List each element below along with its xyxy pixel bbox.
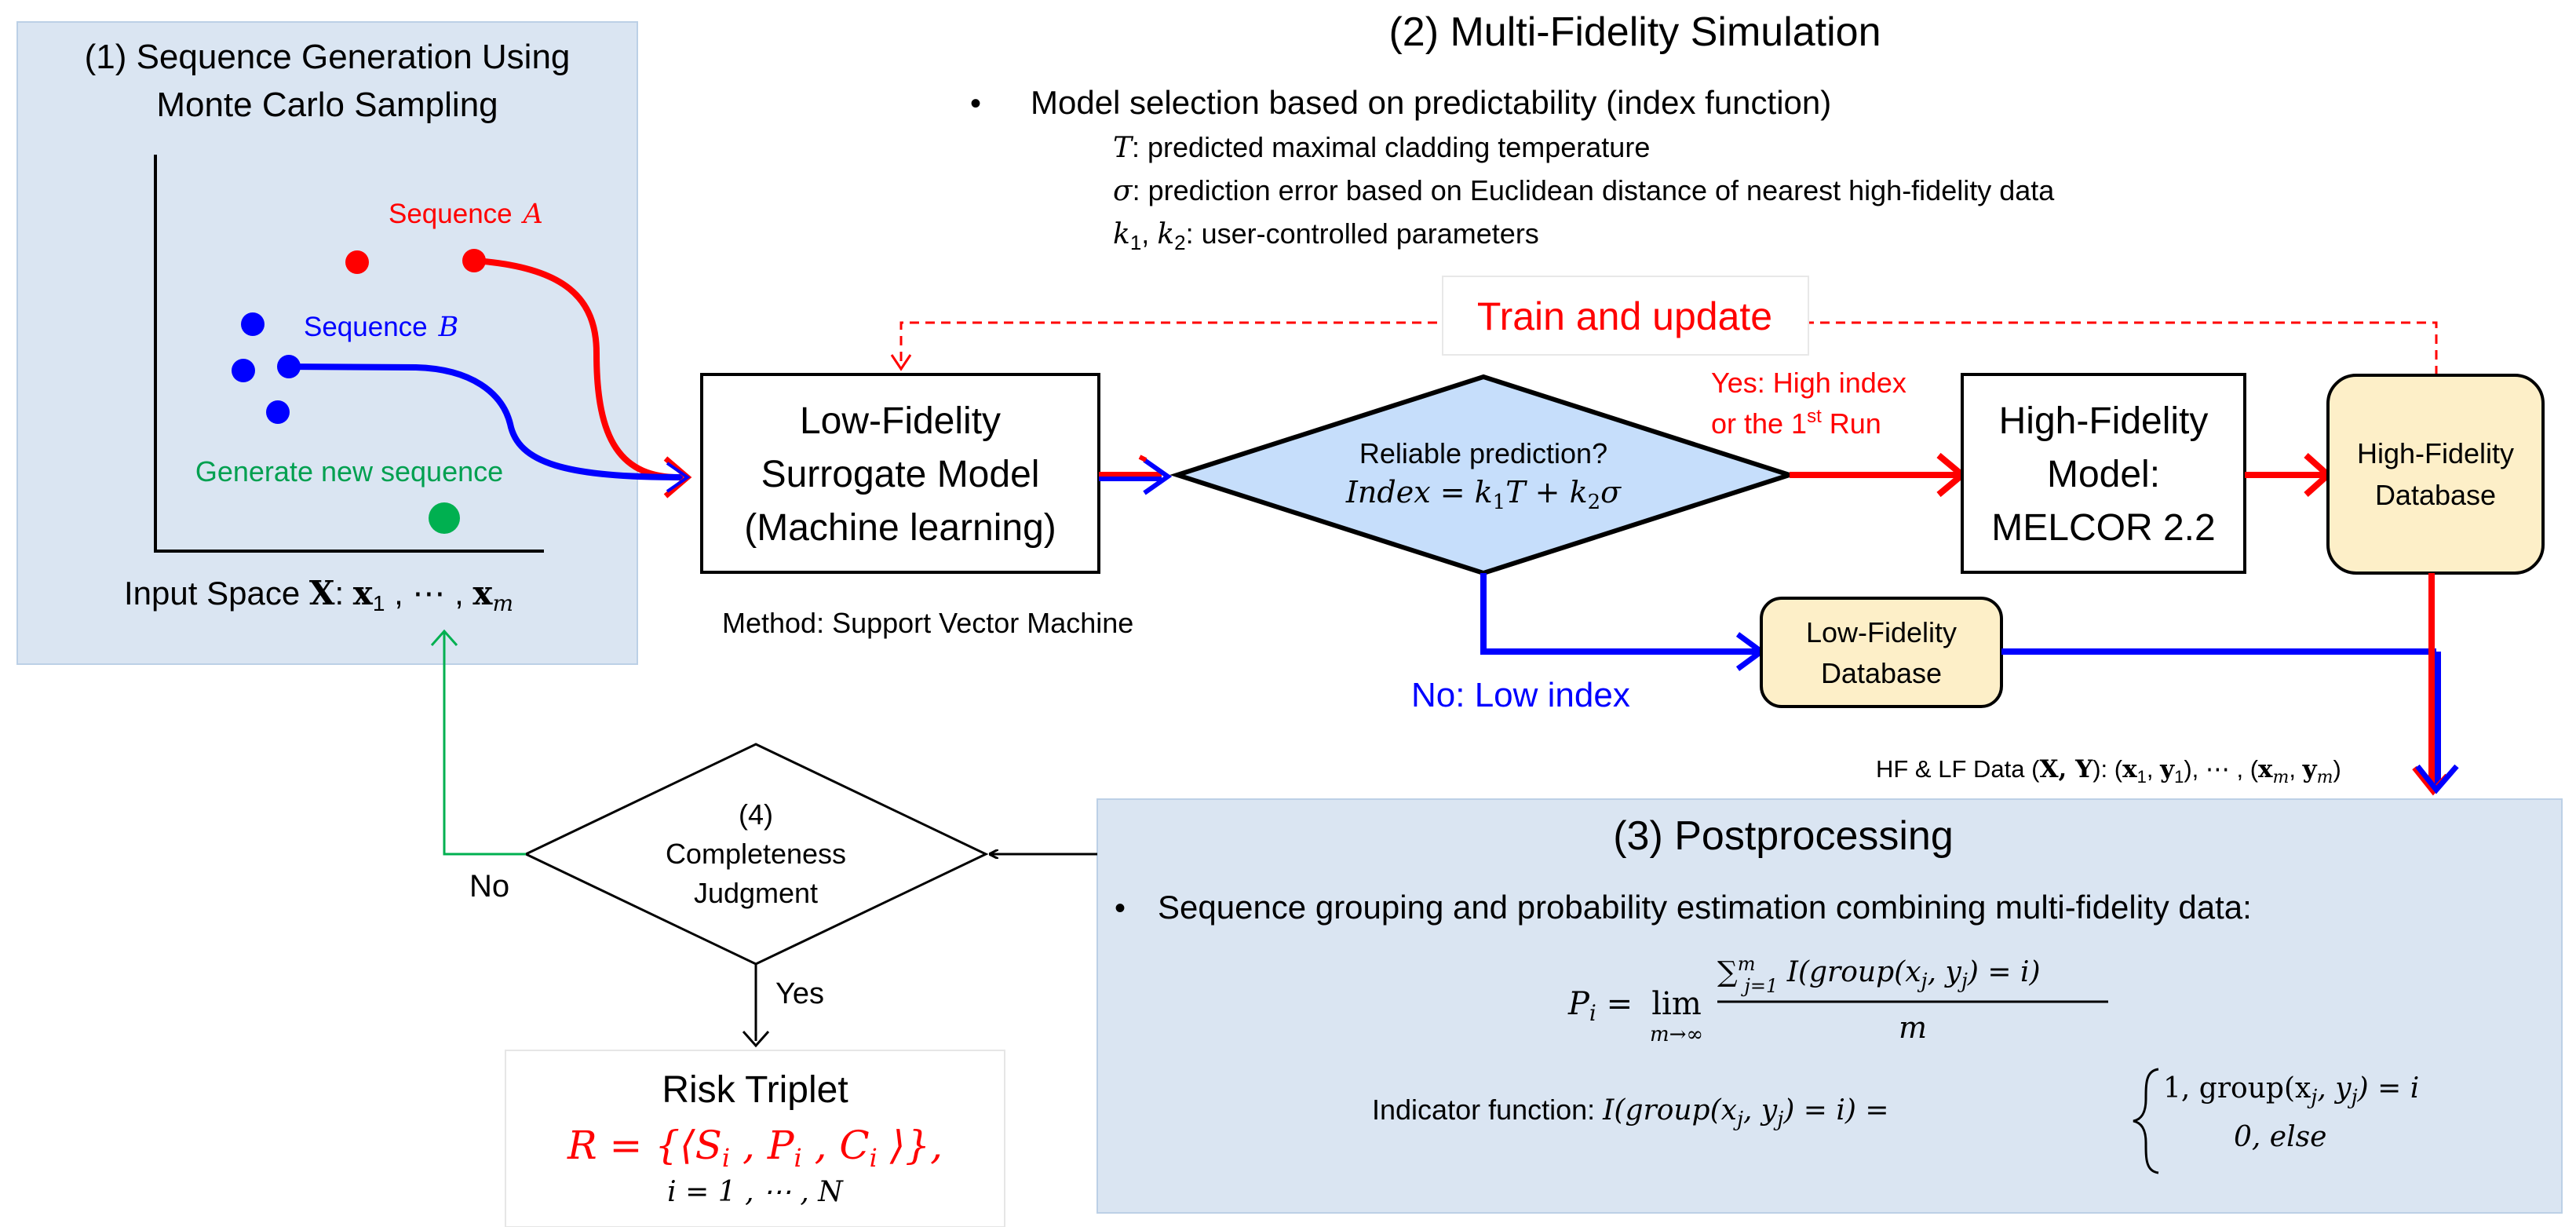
indicator-function: Indicator function: I(group(xj, yj) = i)… (1372, 1094, 1889, 1131)
risk-triplet-title: Risk Triplet (662, 1069, 848, 1111)
train-update-label: Train and update (1477, 294, 1772, 338)
input-space-label: Input Space X: x1 , ⋯ , xm (124, 574, 513, 616)
panel1-title-line1: (1) Sequence Generation Using (85, 38, 571, 76)
panel3-bullet: • (1115, 891, 1126, 926)
hf-db-line2: Database (2375, 479, 2496, 511)
probability-denominator: m (1899, 1010, 1927, 1045)
lf-surrogate-model-box (700, 373, 1100, 574)
hf-database-box (2326, 374, 2545, 575)
lf-model-line3: (Machine learning) (744, 507, 1056, 549)
merge-arrowhead-blue (2415, 764, 2459, 794)
lf-model-line2: Surrogate Model (761, 454, 1040, 495)
k-definition: k1, k2: user-controlled parameters (1113, 217, 1539, 254)
panel2-bullet: • (970, 86, 981, 121)
lf-db-line2: Database (1821, 657, 1942, 689)
train-update-label-box (1442, 276, 1809, 356)
yes-to-risk-arrowhead (742, 1031, 770, 1048)
yes-label-line1: Yes: High index (1711, 367, 1906, 399)
indicator-case2: 0, else (2234, 1121, 2326, 1153)
no-loop-arrowhead (430, 629, 458, 646)
sequence-b-dot (241, 312, 265, 336)
panel2-bullet-text: Model selection based on predictability … (1031, 84, 1831, 121)
probability-lhs: Pi = (1567, 986, 1633, 1026)
hf-lf-data-label: HF & LF Data (X, Y): (x1, y1), ⋯ , (xm, … (1876, 755, 2341, 787)
lf-to-diamond-arrowhead (1143, 458, 1173, 495)
risk-triplet-box (505, 1050, 1005, 1227)
lf-database-box (1760, 597, 2003, 708)
probability-lim: lim (1651, 986, 1702, 1022)
t-definition: T: predicted maximal cladding temperatur… (1113, 131, 1650, 164)
new-sequence-dot (429, 502, 460, 534)
hf-model-line3: MELCOR 2.2 (1991, 507, 2215, 549)
hf-model-line2: Model: (2047, 454, 2160, 495)
no-loop (443, 633, 526, 856)
panel3-bullet-text: Sequence grouping and probability estima… (1158, 889, 2252, 926)
yes-label-line2: or the 1st Run (1711, 406, 1881, 440)
judgment-no-label: No (469, 869, 509, 904)
risk-triplet-index: i = 1 , ⋯ , N (667, 1176, 844, 1208)
judgment-line2: Judgment (694, 877, 818, 909)
panel1-title-line2: Monte Carlo Sampling (156, 86, 498, 124)
lf-to-diamond-arrowhead-red (1138, 455, 1148, 462)
diamond-line1: Reliable prediction? (1359, 437, 1607, 469)
diamond-equation: Index = k1T + k2σ (1345, 475, 1622, 514)
panel3-title: (3) Postprocessing (1613, 813, 1954, 859)
no-label: No: Low index (1411, 676, 1630, 714)
sequence-a-dot (345, 250, 369, 274)
sequence-b-dot (266, 400, 290, 424)
hf-db-line1: High-Fidelity (2357, 437, 2514, 469)
hf-model-box (1961, 373, 2246, 574)
entry-arrowhead-blue (666, 462, 691, 493)
sequence-b-curve (288, 363, 684, 480)
hf-model-line1: High-Fidelity (1999, 400, 2209, 442)
judgment-line1: Completeness (666, 838, 846, 870)
sigma-definition: σ: prediction error based on Euclidean d… (1113, 174, 2055, 207)
lf-db-line1: Low-Fidelity (1806, 616, 1957, 648)
no-path (1480, 573, 1758, 655)
train-update-arrowhead (890, 354, 912, 371)
sequence-b-dot (232, 359, 255, 382)
panel-postprocessing (1096, 798, 2563, 1214)
cases-brace (2133, 1068, 2159, 1174)
generate-new-sequence-label: Generate new sequence (195, 455, 503, 488)
risk-triplet-formula: R = {⟨Si , Pi , Ci ⟩}, (567, 1123, 943, 1173)
lf-model-line1: Low-Fidelity (800, 400, 1001, 442)
judgment-yes-label: Yes (775, 977, 824, 1010)
indicator-case1: 1, group(xj, yj) = i (2163, 1072, 2419, 1109)
panel-sequence-generation (16, 21, 638, 665)
method-label: Method: Support Vector Machine (722, 607, 1133, 639)
probability-lim-sub: m→∞ (1650, 1023, 1703, 1046)
sequence-a-curve (473, 257, 684, 481)
judgment-number: (4) (739, 798, 773, 831)
panel2-title: (2) Multi-Fidelity Simulation (1388, 9, 1881, 55)
